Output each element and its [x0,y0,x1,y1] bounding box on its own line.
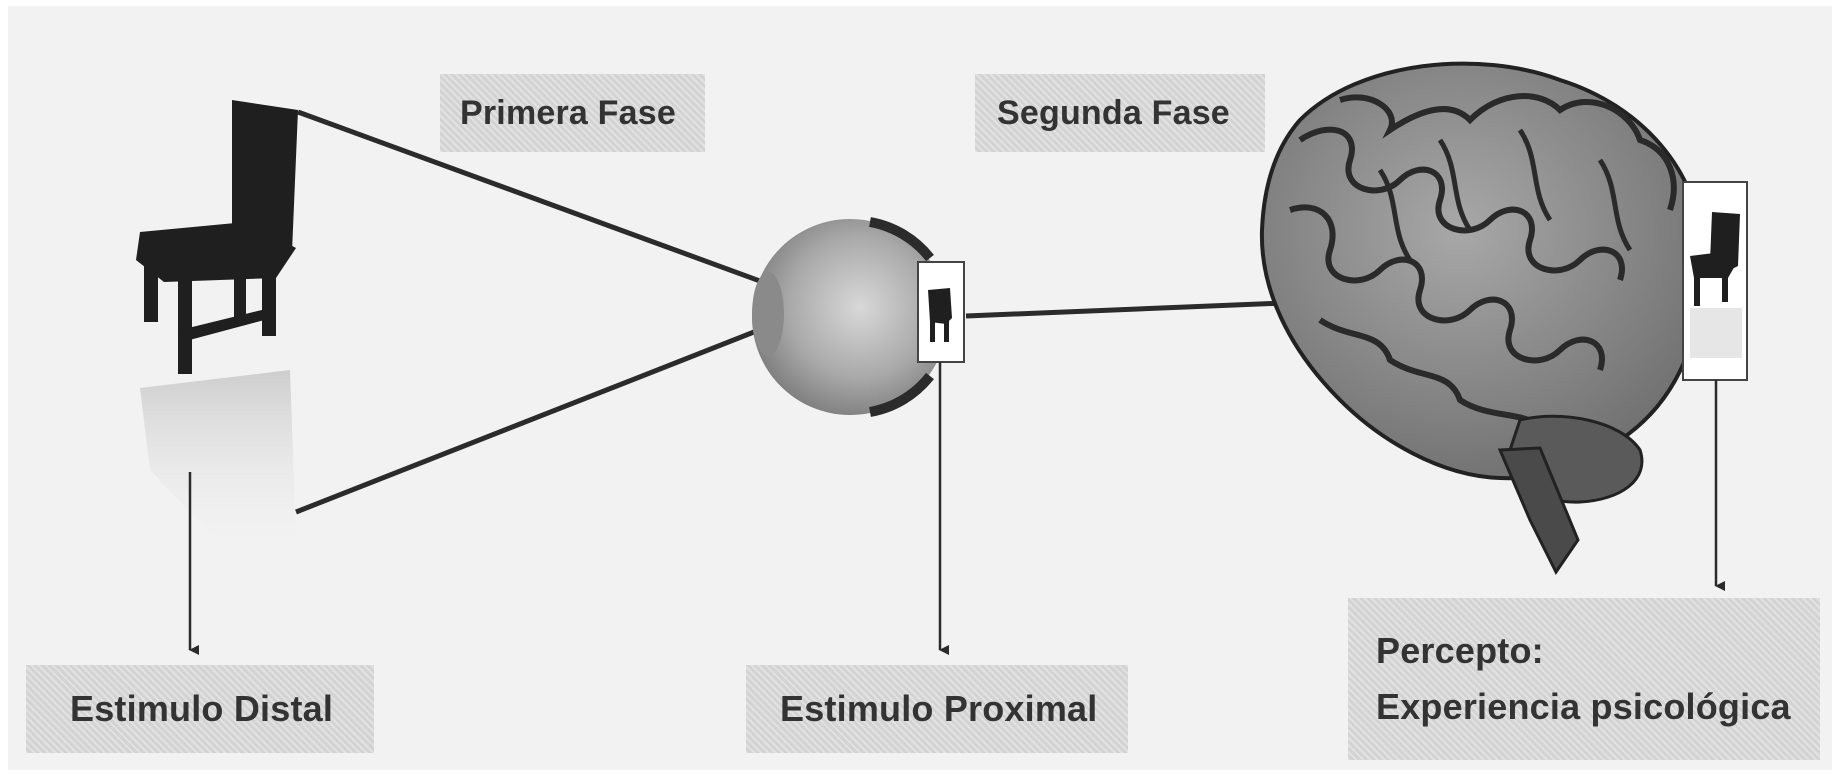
arrows [188,362,1725,655]
label-percepto: Percepto: Experiencia psicológica [1348,598,1820,760]
estimulo-distal-text: Estimulo Distal [70,688,334,729]
primera-fase-text: Primera Fase [460,93,676,132]
retinal-image-icon [917,261,965,363]
label-primera-fase: Primera Fase [440,74,705,152]
percepto-subtitle: Experiencia psicológica [1376,686,1791,727]
label-estimulo-distal: Estimulo Distal [26,665,374,753]
segunda-fase-text: Segunda Fase [997,93,1230,132]
brain-icon [1259,61,1705,575]
chair-reflection-icon [140,370,296,560]
label-estimulo-proximal: Estimulo Proximal [746,665,1128,753]
chair-icon [136,100,298,374]
estimulo-proximal-text: Estimulo Proximal [780,688,1098,729]
label-segunda-fase: Segunda Fase [975,74,1265,152]
percept-image-icon [1682,181,1748,381]
percepto-title: Percepto: [1376,630,1544,671]
eye-icon [752,217,948,417]
